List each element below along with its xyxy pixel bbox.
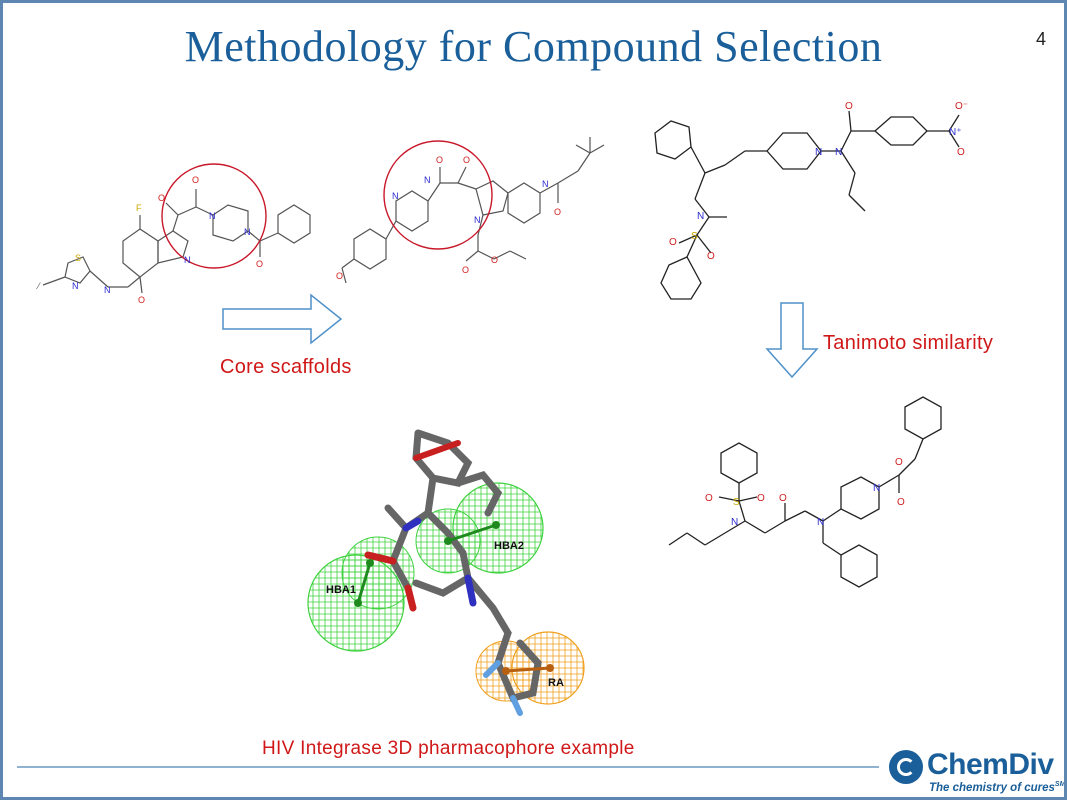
svg-text:N: N: [542, 179, 549, 189]
svg-text:O: O: [554, 207, 561, 217]
svg-text:O: O: [463, 155, 470, 165]
svg-text:N: N: [72, 281, 79, 291]
hba2-label: HBA2: [494, 540, 524, 552]
svg-text:O: O: [436, 155, 443, 165]
sulfur-label: S: [75, 253, 81, 263]
svg-text:N: N: [184, 255, 191, 265]
svg-text:O: O: [707, 251, 715, 262]
svg-text:N⁺: N⁺: [949, 127, 962, 138]
footer-divider: [17, 766, 879, 768]
arrow-down-icon: [765, 302, 819, 379]
svg-text:N: N: [835, 147, 842, 158]
svg-text:O: O: [138, 295, 145, 305]
svg-text:O: O: [336, 271, 343, 281]
svg-text:O: O: [845, 101, 853, 112]
molecule-scaffold-2: O N N O O N N O O O: [336, 137, 605, 284]
svg-text:N: N: [104, 285, 111, 295]
svg-text:O: O: [897, 497, 905, 508]
svg-text:O: O: [158, 193, 165, 203]
molecule-query: N S O O N N O N⁺ O⁻ O: [654, 101, 968, 300]
svg-text:N: N: [209, 211, 216, 221]
svg-text:F: F: [136, 203, 142, 213]
svg-text:N: N: [873, 483, 880, 494]
pharmacophore-3d-model: HBA1 HBA2 RA: [307, 429, 585, 716]
chemdiv-logo-icon: [889, 750, 923, 784]
svg-text:S: S: [733, 497, 740, 508]
hba1-label: HBA1: [326, 584, 356, 596]
pharmacophore-label: HIV Integrase 3D pharmacophore example: [262, 738, 635, 759]
svg-text:N: N: [697, 211, 704, 222]
svg-text:O: O: [669, 237, 677, 248]
tanimoto-label: Tanimoto similarity: [823, 332, 994, 354]
svg-text:N: N: [731, 517, 738, 528]
arrow-right-icon: [222, 293, 343, 345]
page-number: 4: [1035, 29, 1046, 49]
chemdiv-logo: ChemDiv The chemistry of curesSM: [889, 748, 1064, 796]
logo-name: ChemDiv: [927, 748, 1054, 781]
svg-text:O: O: [779, 493, 787, 504]
molecule-result: O O N N O N S O O: [668, 396, 942, 588]
svg-text:O: O: [895, 457, 903, 468]
svg-text:N: N: [244, 227, 251, 237]
svg-text:S: S: [691, 231, 698, 242]
svg-text:O: O: [192, 175, 199, 185]
svg-text:O: O: [757, 493, 765, 504]
svg-text:O: O: [462, 265, 469, 275]
molecule-scaffold-1: ⁄ S N N O F N O O N N O: [36, 163, 311, 305]
svg-text:O: O: [491, 255, 498, 265]
svg-text:N: N: [817, 517, 824, 528]
core-scaffolds-label: Core scaffolds: [220, 356, 352, 378]
logo-tagline: The chemistry of curesSM: [929, 781, 1066, 794]
ra-label: RA: [548, 677, 564, 689]
svg-text:O: O: [957, 147, 965, 158]
svg-text:N: N: [424, 175, 431, 185]
svg-text:O: O: [705, 493, 713, 504]
slide-title: Methodology for Compound Selection: [184, 22, 883, 71]
svg-text:N: N: [392, 191, 399, 201]
svg-text:N: N: [815, 147, 822, 158]
svg-text:O⁻: O⁻: [955, 101, 968, 112]
svg-text:O: O: [256, 259, 263, 269]
svg-text:⁄: ⁄: [36, 281, 41, 291]
svg-text:N: N: [474, 215, 481, 225]
